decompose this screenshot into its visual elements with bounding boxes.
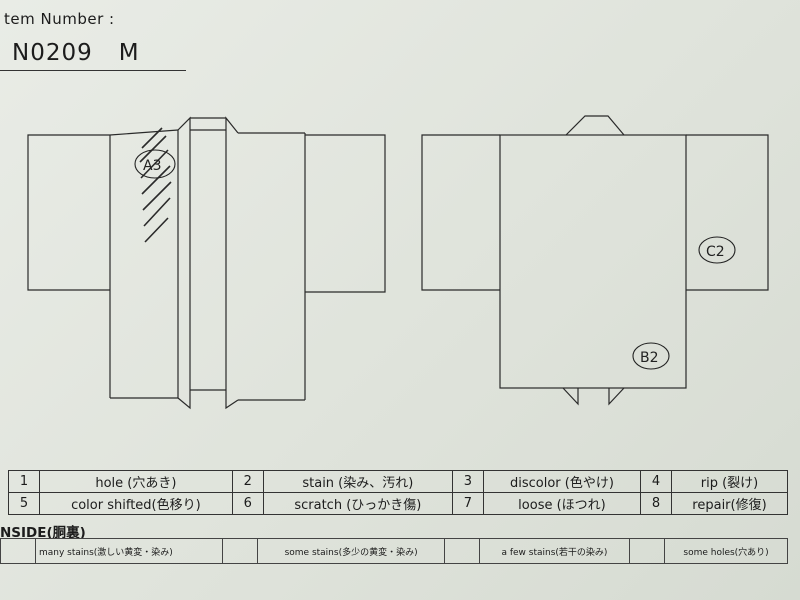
- defect-label-color-shifted: color shifted(色移り): [39, 492, 233, 515]
- defect-label-repair: repair(修復): [671, 492, 788, 515]
- defect-label-scratch: scratch (ひっかき傷): [262, 492, 453, 515]
- back-view: [421, 115, 769, 406]
- defect-row: 5 color shifted(色移り) 6 scratch (ひっかき傷) 7…: [8, 492, 788, 515]
- defect-label-stain: stain (染み、汚れ): [262, 470, 453, 493]
- item-number-value: N0209 M: [12, 40, 140, 66]
- inside-row: many stains(激しい黄変・染み) some stains(多少の黄変・…: [0, 538, 788, 564]
- inside-option-some-holes: some holes(穴あり): [664, 538, 788, 564]
- defect-num: 3: [451, 470, 484, 493]
- item-size: M: [118, 40, 140, 66]
- inside-checkbox-few-stains[interactable]: [443, 538, 480, 564]
- annotation-b2: B2: [640, 350, 659, 366]
- defect-num: 1: [8, 470, 40, 493]
- inside-checkbox-some-stains[interactable]: [222, 538, 259, 564]
- defect-num: 6: [231, 492, 264, 515]
- item-number-underline: [0, 70, 186, 71]
- inside-checkbox-some-holes[interactable]: [629, 538, 666, 564]
- item-number-label: tem Number :: [4, 10, 115, 28]
- inside-option-many-stains: many stains(激しい黄変・染み): [34, 538, 224, 564]
- back-annotations: C2 B2: [632, 236, 736, 370]
- stain-hatching: [139, 127, 172, 243]
- defect-label-hole: hole (穴あき): [39, 470, 233, 493]
- defect-label-loose: loose (ほつれ): [482, 492, 642, 515]
- inside-option-few-stains: a few stains(若干の染み): [478, 538, 631, 564]
- defect-legend-table: 1 hole (穴あき) 2 stain (染み、汚れ) 3 discolor …: [8, 470, 788, 515]
- defect-num: 8: [640, 492, 672, 515]
- defect-num: 7: [451, 492, 484, 515]
- front-view: [27, 116, 386, 410]
- defect-num: 2: [231, 470, 264, 493]
- annotation-c2: C2: [706, 244, 725, 260]
- garment-diagram: A3 C2 B2: [27, 115, 769, 410]
- inside-option-some-stains: some stains(多少の黄変・染み): [257, 538, 445, 564]
- defect-num: 5: [8, 492, 40, 515]
- defect-label-rip: rip (裂け): [671, 470, 788, 493]
- inside-section-title: NSIDE(胴裏): [0, 525, 86, 541]
- front-annotation: A3: [134, 149, 176, 179]
- defect-num: 4: [640, 470, 672, 493]
- inside-checkbox-many-stains[interactable]: [0, 538, 36, 564]
- inside-condition-table: many stains(激しい黄変・染み) some stains(多少の黄変・…: [0, 538, 788, 564]
- item-code: N0209: [12, 40, 93, 66]
- annotation-a3: A3: [143, 158, 161, 174]
- defect-label-discolor: discolor (色やけ): [482, 470, 642, 493]
- defect-row: 1 hole (穴あき) 2 stain (染み、汚れ) 3 discolor …: [8, 470, 788, 493]
